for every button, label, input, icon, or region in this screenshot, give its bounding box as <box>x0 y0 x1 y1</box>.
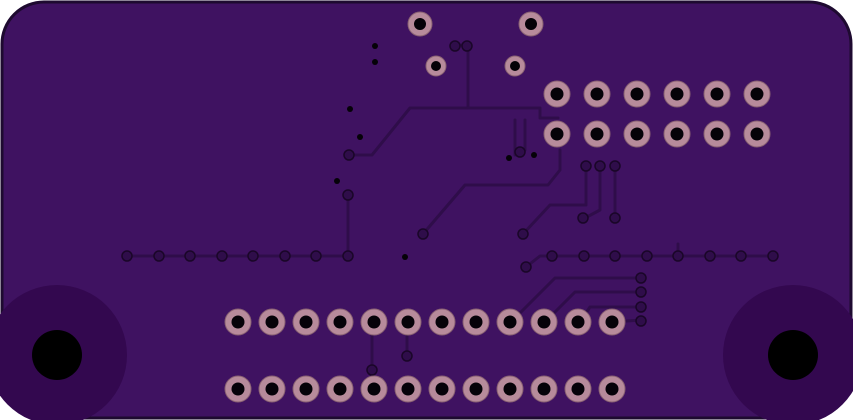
header-2x6 <box>543 80 771 148</box>
via-row-right <box>546 250 779 262</box>
header-2x12 <box>224 308 626 403</box>
mounting-hole-right <box>723 285 853 420</box>
trace-vias <box>342 40 647 376</box>
via-row-left <box>121 250 354 262</box>
vias <box>334 43 537 260</box>
mounting-hole-left <box>0 285 127 420</box>
